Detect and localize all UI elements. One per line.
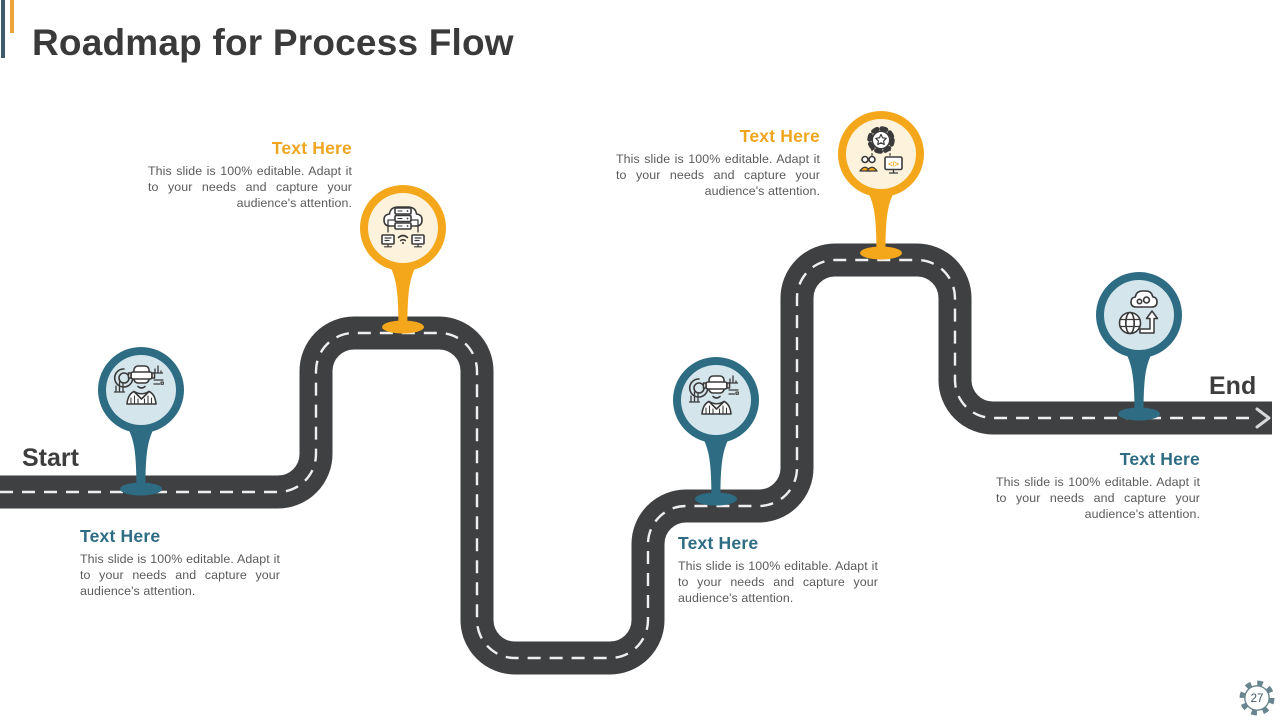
page-number-gear: 27 [1239,680,1275,716]
milestone-4-text-block: Text Here This slide is 100% editable. A… [616,126,820,199]
start-label: Start [22,444,79,472]
milestone-3-body: This slide is 100% editable. Adapt it to… [678,559,878,605]
milestone-1-heading: Text Here [80,526,161,546]
milestone-4-pin: </> [838,111,924,260]
cloud-server-network-icon [381,206,425,248]
milestone-4-heading: Text Here [739,126,820,146]
milestone-3-text-block: Text Here This slide is 100% editable. A… [678,533,878,606]
milestone-3-pin [673,357,759,506]
svg-text:</>: </> [888,160,899,169]
milestone-5-body: This slide is 100% editable. Adapt it to… [996,475,1200,521]
milestone-5-pin [1096,272,1182,421]
page-number: 27 [1251,693,1264,705]
milestone-1-body: This slide is 100% editable. Adapt it to… [80,552,280,598]
milestone-1-pin [98,347,184,496]
gear-team-development-icon: </> [859,126,903,174]
milestone-3-heading: Text Here [678,533,759,553]
road-center-dashes [0,258,1252,660]
milestone-2-heading: Text Here [271,138,352,158]
road [0,243,1272,675]
milestone-2-text-block: Text Here This slide is 100% editable. A… [148,138,352,211]
cloud-globe-migration-icon [1118,290,1159,335]
title-accent-bar-yellow [10,0,14,33]
milestone-5-text-block: Text Here This slide is 100% editable. A… [996,449,1200,522]
milestone-1-text-block: Text Here This slide is 100% editable. A… [80,526,280,599]
milestone-2-body: This slide is 100% editable. Adapt it to… [148,164,352,210]
end-label: End [1209,372,1257,400]
road-end-arrow-icon [1255,407,1271,429]
milestone-5-heading: Text Here [1119,449,1200,469]
title-accent-bar-teal [1,0,5,58]
milestone-4-body: This slide is 100% editable. Adapt it to… [616,152,820,198]
page-title: Roadmap for Process Flow [32,22,514,63]
milestone-2-pin [360,185,446,334]
